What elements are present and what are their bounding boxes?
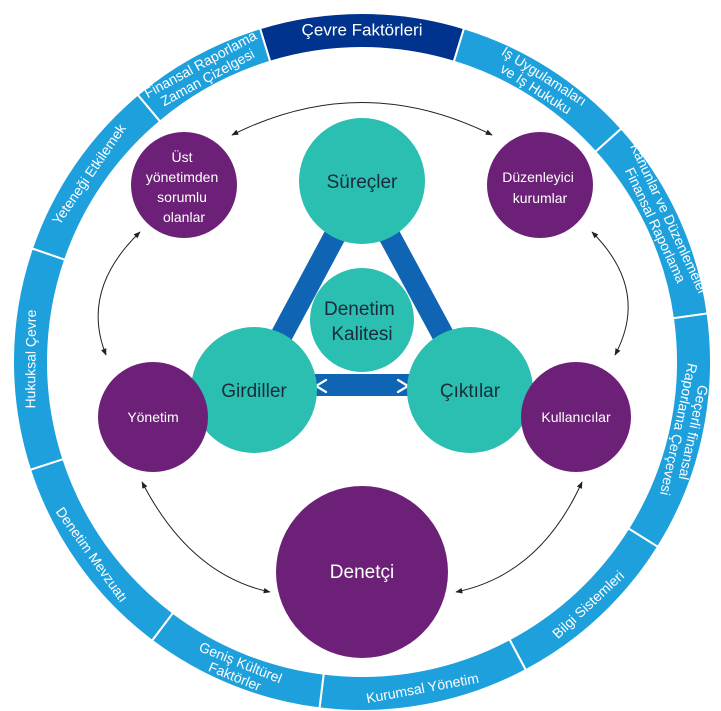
relationship-arrows [97, 102, 629, 594]
ring-label-yetenegi-line-1: Yeteneği Etkilemek [49, 120, 130, 228]
node-denetci-label: Denetçi [330, 562, 394, 583]
node-ciktilar-label: Çıktılar [440, 381, 501, 402]
ring-label-denetim-mevzuati: Denetim Mevzuatı [53, 504, 132, 605]
node-ust-yonetim: Üst yönetimden sorumlu olanlar [131, 132, 237, 238]
node-duz-line-1: Düzenleyici [502, 169, 574, 185]
arrow-yonetim-denetci [141, 481, 271, 594]
node-ust-line-2: yönetimden [146, 169, 218, 185]
node-surecler-label: Süreçler [327, 172, 398, 193]
node-kullanicilar: Kullanıcılar [521, 362, 631, 472]
center-line-1: Denetim [324, 299, 395, 320]
arrow-duzenleyici-kullanicilar [591, 231, 629, 356]
ring-label-cevre: Çevre Faktörleri [302, 21, 423, 40]
svg-text:Denetim Kalitesi: Denetim Kalitesi [324, 299, 400, 345]
node-surecler: Süreçler [299, 118, 425, 244]
ring-segment-finansal-raporlama [136, 27, 272, 123]
ring-label-denetim-mevzuati-line-1: Denetim Mevzuatı [53, 504, 132, 605]
node-ust-line-3: sorumlu [157, 189, 207, 205]
arrow-ust-duzenleyici [231, 102, 493, 136]
node-ust-line-1: Üst [172, 148, 193, 165]
triangle-arrow-left-up [300, 226, 317, 242]
ring-label-hukuksal-line-1: Hukuksal Çevre [22, 309, 39, 408]
node-yonetim: Yönetim [98, 362, 208, 472]
node-denetci: Denetçi [276, 486, 448, 658]
ring-segment-hukuksal [12, 247, 67, 472]
node-girdiler: Girdiller [191, 327, 317, 453]
node-ciktilar: Çıktılar [407, 327, 533, 453]
node-yonetim-label: Yönetim [127, 409, 178, 425]
ring-label-cevre-line-1: Çevre Faktörleri [302, 21, 423, 40]
node-ust-line-4: olanlar [163, 209, 205, 225]
center-node: Denetim Kalitesi [310, 268, 414, 372]
node-duzenleyici: Düzenleyici kurumlar [487, 132, 593, 238]
ring-label-hukuksal: Hukuksal Çevre [22, 309, 39, 408]
arrow-ust-yonetim [97, 231, 141, 356]
node-kullanicilar-label: Kullanıcılar [541, 409, 611, 425]
ring-segment-denetim-mevzuati [28, 457, 175, 643]
node-girdiler-label: Girdiller [221, 381, 287, 402]
svg-text:Üst yönetimden sor: Üst yönetimden sorumlu olanlar [146, 148, 222, 225]
center-line-2: Kalitesi [331, 324, 392, 345]
node-duz-line-2: kurumlar [513, 190, 568, 206]
svg-text:Düzenleyici kurumlar: Düzenleyici kurumlar [502, 169, 577, 206]
arrow-kullanicilar-denetci [455, 481, 583, 594]
environment-ring [12, 12, 712, 711]
ring-label-yetenegi: Yeteneği Etkilemek [49, 120, 130, 228]
